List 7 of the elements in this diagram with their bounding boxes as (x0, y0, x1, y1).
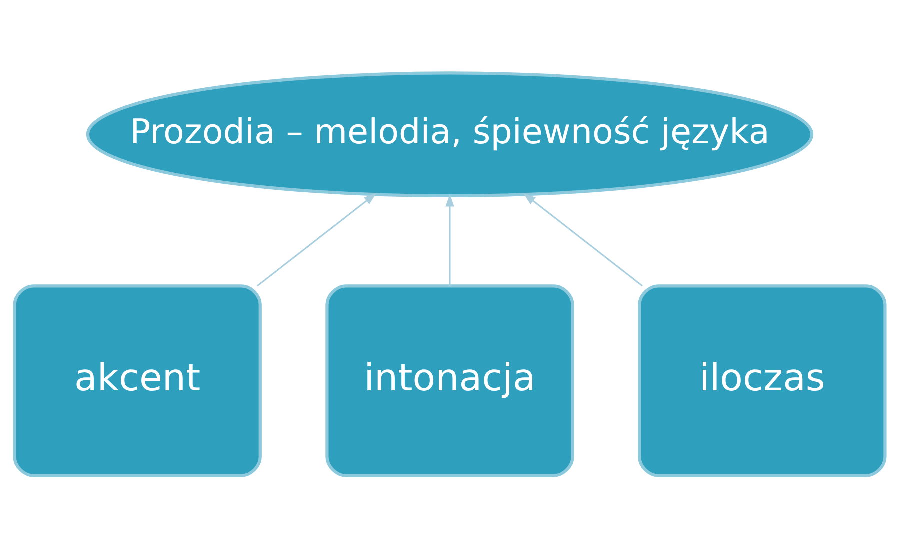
node-box: iloczas (638, 284, 887, 477)
arrow (446, 194, 454, 286)
node-ellipse: Prozodia – melodia, śpiewność języka (86, 71, 814, 198)
node-box: akcent (13, 284, 262, 477)
arrow (523, 192, 643, 286)
node-box: intonacja (326, 284, 574, 477)
arrow (257, 192, 377, 286)
